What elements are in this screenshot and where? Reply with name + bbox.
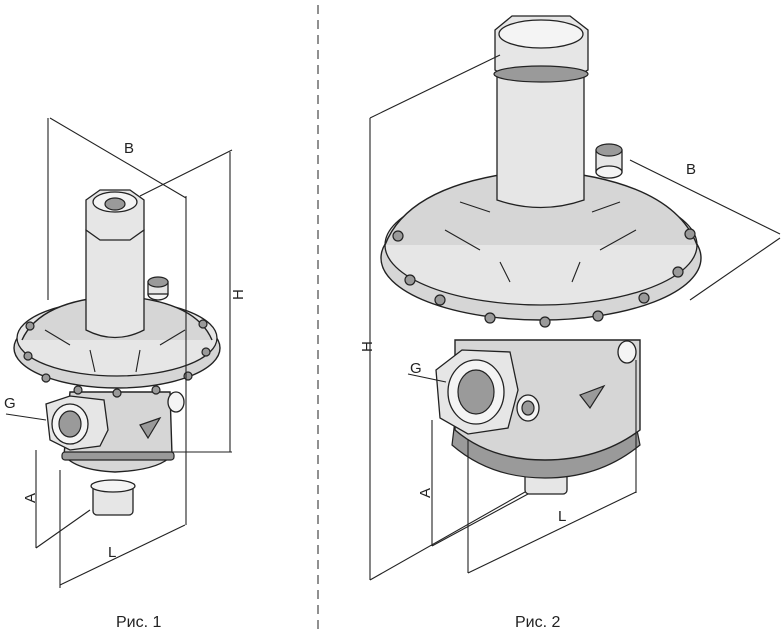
fig2-label-b: B (686, 161, 696, 178)
fig1-label-g: G (4, 395, 16, 412)
fig1-label-l: L (108, 544, 116, 561)
fig2-label-g: G (410, 360, 422, 377)
fig1-caption: Рис. 1 (116, 614, 162, 631)
fig2-label-h: H (359, 341, 376, 352)
fig1-label-h: H (230, 289, 247, 300)
figure-1-regulator (13, 189, 221, 516)
fig1-label-a: A (22, 493, 39, 503)
fig2-label-l: L (558, 508, 566, 525)
figure-2-dimensions (369, 54, 781, 581)
fig2-label-a: A (417, 488, 434, 498)
fig1-label-b: B (124, 140, 134, 157)
figure-2-regulator (380, 15, 702, 495)
fig2-caption: Рис. 2 (515, 614, 561, 631)
figure-1-dimensions (5, 117, 233, 588)
